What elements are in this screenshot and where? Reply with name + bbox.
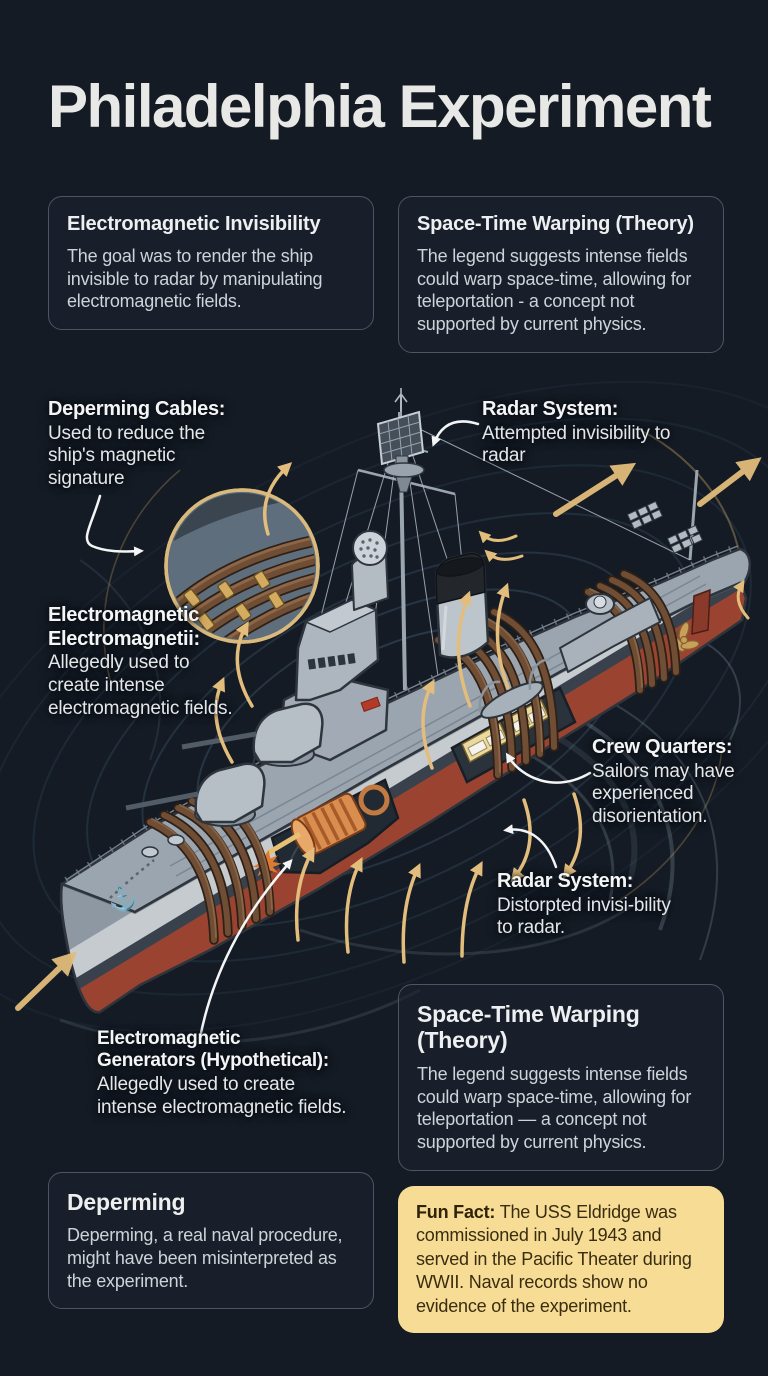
callout-electromagnetic-generators: Electromagnetic Generators (Hypothetical… [97,1028,359,1119]
callout-body: Allegedly used to create intense electro… [48,652,233,719]
callout-title: Radar System: [482,398,619,420]
info-box-title: Space-Time Warping (Theory) [417,213,694,235]
callout-body: Used to reduce the ship's magnetic signa… [48,422,205,490]
callout-body: Distorpted invisi-bility to radar. [497,894,671,939]
callout-electromagnetic-coils: Electromagnetic Electromagnetii: Alleged… [48,604,240,721]
info-box-title: Space-Time Warping (Theory) [417,1001,640,1054]
info-box-title: Electromagnetic Invisibility [67,213,321,235]
callout-body: Sailors may have experienced disorientat… [592,760,735,828]
pointer-arrows [85,420,592,1040]
callout-deperming-cables: Deperming Cables: Used to reduce the shi… [48,398,238,491]
callout-title: Radar System: [497,870,634,892]
fun-fact-box: Fun Fact: The USS Eldridge was commissio… [398,1186,724,1333]
callout-title: Crew Quarters: [592,736,733,758]
radar-mast [309,388,691,691]
superstructure: ⚓ [105,500,703,916]
info-box-spacetime-warping-bottom: Space-Time Warping (Theory) The legend s… [398,984,724,1171]
callout-crew-quarters: Crew Quarters: Sailors may have experien… [592,736,754,829]
callout-title: Electromagnetic Generators (Hypothetical… [97,1028,329,1072]
page-title: Philadelphia Experiment [48,73,712,140]
fun-fact-label: Fun Fact: [416,1202,496,1222]
fun-fact-body: The USS Eldridge was commissioned in Jul… [416,1202,692,1316]
callout-body: Allegedly used to create intense electro… [97,1073,347,1118]
info-box-title: Deperming [67,1189,186,1215]
callout-body: Attempted invisibility to radar [482,422,671,467]
info-box-deperming: Deperming Deperming, a real naval proced… [48,1172,374,1310]
info-box-body: The legend suggests intense fields could… [417,246,692,335]
info-box-body: Deperming, a real naval procedure, might… [67,1225,343,1291]
info-box-electromagnetic-invisibility: Electromagnetic Invisibility The goal wa… [48,196,374,331]
info-box-body: The legend suggests intense fields could… [417,1063,692,1152]
callout-title: Electromagnetic Electromagnetii: [48,604,200,650]
info-box-spacetime-warping-top: Space-Time Warping (Theory) The legend s… [398,196,724,353]
deperming-cables-inset [164,488,320,644]
callout-radar-system-bottom: Radar System: Distorpted invisi-bility t… [497,870,675,940]
field-arrows [15,457,762,1011]
info-box-body: The goal was to render the ship invisibl… [67,246,323,312]
callout-radar-system-top: Radar System: Attempted invisibility to … [482,398,687,468]
callout-title: Deperming Cables: [48,398,226,420]
